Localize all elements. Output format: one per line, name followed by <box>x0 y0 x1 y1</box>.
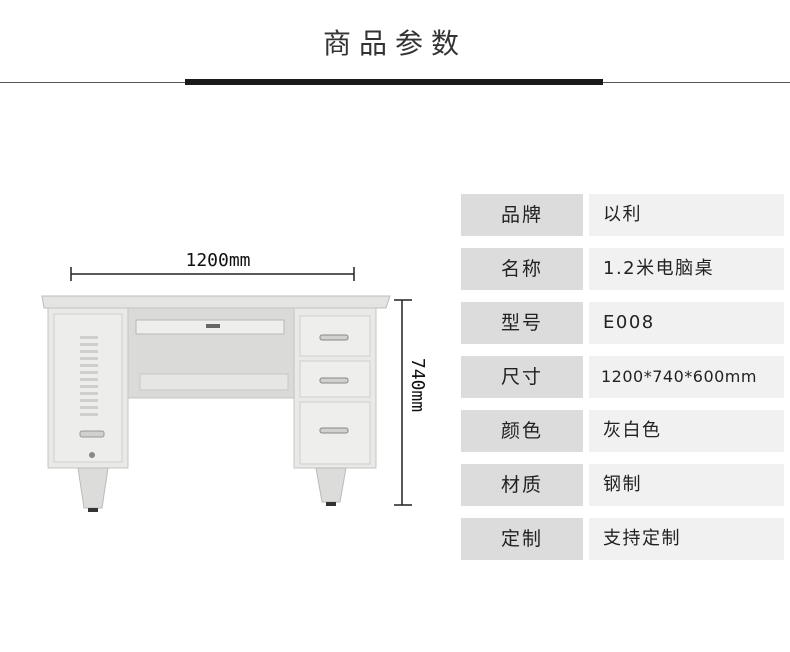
spec-value: 1.2米电脑桌 <box>589 248 784 290</box>
spec-value: 钢制 <box>589 464 784 506</box>
spec-label: 定制 <box>461 518 583 560</box>
spec-row-custom: 定制 支持定制 <box>461 518 784 560</box>
spec-value: 支持定制 <box>589 518 784 560</box>
spec-row-name: 名称 1.2米电脑桌 <box>461 248 784 290</box>
spec-row-size: 尺寸 1200*740*600mm <box>461 356 784 398</box>
product-image: 1200mm 740mm <box>41 250 428 512</box>
spec-label: 颜色 <box>461 410 583 452</box>
spec-row-model: 型号 E008 <box>461 302 784 344</box>
spec-label: 品牌 <box>461 194 583 236</box>
spec-label: 名称 <box>461 248 583 290</box>
height-dimension-label: 740mm <box>407 358 428 412</box>
spec-label: 材质 <box>461 464 583 506</box>
spec-label: 型号 <box>461 302 583 344</box>
spec-row-brand: 品牌 以利 <box>461 194 784 236</box>
spec-value: 1200*740*600mm <box>589 356 784 398</box>
spec-value: 以利 <box>589 194 784 236</box>
spec-value: E008 <box>589 302 784 344</box>
spec-row-color: 颜色 灰白色 <box>461 410 784 452</box>
spec-value: 灰白色 <box>589 410 784 452</box>
spec-row-material: 材质 钢制 <box>461 464 784 506</box>
header-accent-bar <box>185 79 603 85</box>
spec-label: 尺寸 <box>461 356 583 398</box>
page-title: 商品参数 <box>322 27 467 60</box>
width-dimension-label: 1200mm <box>185 250 250 271</box>
